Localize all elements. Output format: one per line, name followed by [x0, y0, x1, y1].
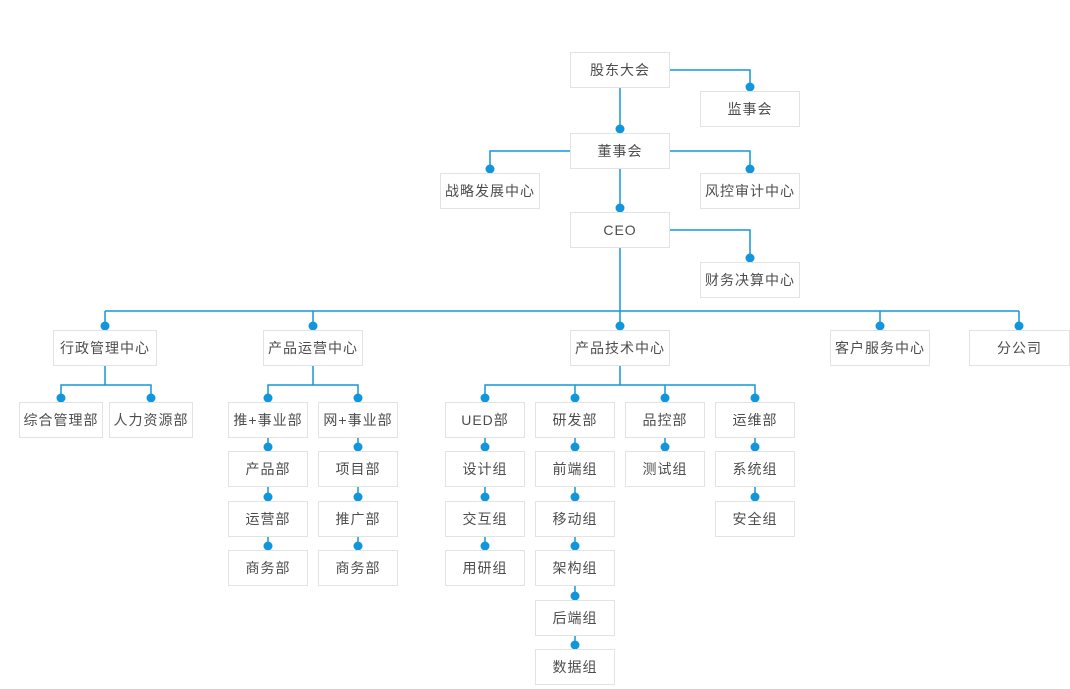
org-node-backend-group: 后端组	[535, 600, 615, 636]
org-node-general-management-dept: 综合管理部	[19, 402, 103, 438]
org-node-mobile-group: 移动组	[535, 501, 615, 537]
org-node-system-group: 系统组	[715, 451, 795, 487]
org-node-financial-settlement-center: 财务决算中心	[700, 262, 800, 298]
org-node-ued-dept: UED部	[445, 402, 525, 438]
org-node-ceo: CEO	[570, 212, 670, 248]
org-node-risk-audit-center: 风控审计中心	[700, 173, 800, 209]
org-node-tui-plus-business-dept: 推+事业部	[228, 402, 308, 438]
org-node-testing-group: 测试组	[625, 451, 705, 487]
org-node-supervisory-board: 监事会	[700, 91, 800, 127]
org-node-wang-plus-business-dept: 网+事业部	[318, 402, 398, 438]
org-node-branch-company: 分公司	[969, 330, 1070, 366]
connector-dots	[56, 82, 1024, 650]
org-node-design-group: 设计组	[445, 451, 525, 487]
org-node-rnd-dept: 研发部	[535, 402, 615, 438]
org-node-product-operations-center: 产品运营中心	[263, 330, 363, 366]
org-node-promotion-dept: 推广部	[318, 501, 398, 537]
org-node-strategic-development-center: 战略发展中心	[440, 173, 540, 209]
org-node-user-research-group: 用研组	[445, 550, 525, 586]
org-node-project-dept: 项目部	[318, 451, 398, 487]
org-node-security-group: 安全组	[715, 501, 795, 537]
org-node-customer-service-center: 客户服务中心	[830, 330, 930, 366]
org-node-architecture-group: 架构组	[535, 550, 615, 586]
org-node-operations-dept: 运营部	[228, 501, 308, 537]
org-node-business-dept-left: 商务部	[228, 550, 308, 586]
org-node-shareholders-meeting: 股东大会	[570, 52, 670, 88]
org-node-quality-control-dept: 品控部	[625, 402, 705, 438]
org-node-business-dept-right: 商务部	[318, 550, 398, 586]
org-node-ops-maintenance-dept: 运维部	[715, 402, 795, 438]
org-node-data-group: 数据组	[535, 649, 615, 685]
org-node-interaction-group: 交互组	[445, 501, 525, 537]
org-node-admin-management-center: 行政管理中心	[53, 330, 157, 366]
org-node-frontend-group: 前端组	[535, 451, 615, 487]
org-node-human-resources-dept: 人力资源部	[109, 402, 193, 438]
org-node-product-dept: 产品部	[228, 451, 308, 487]
org-node-board-of-directors: 董事会	[570, 133, 670, 169]
org-node-product-technology-center: 产品技术中心	[570, 330, 670, 366]
